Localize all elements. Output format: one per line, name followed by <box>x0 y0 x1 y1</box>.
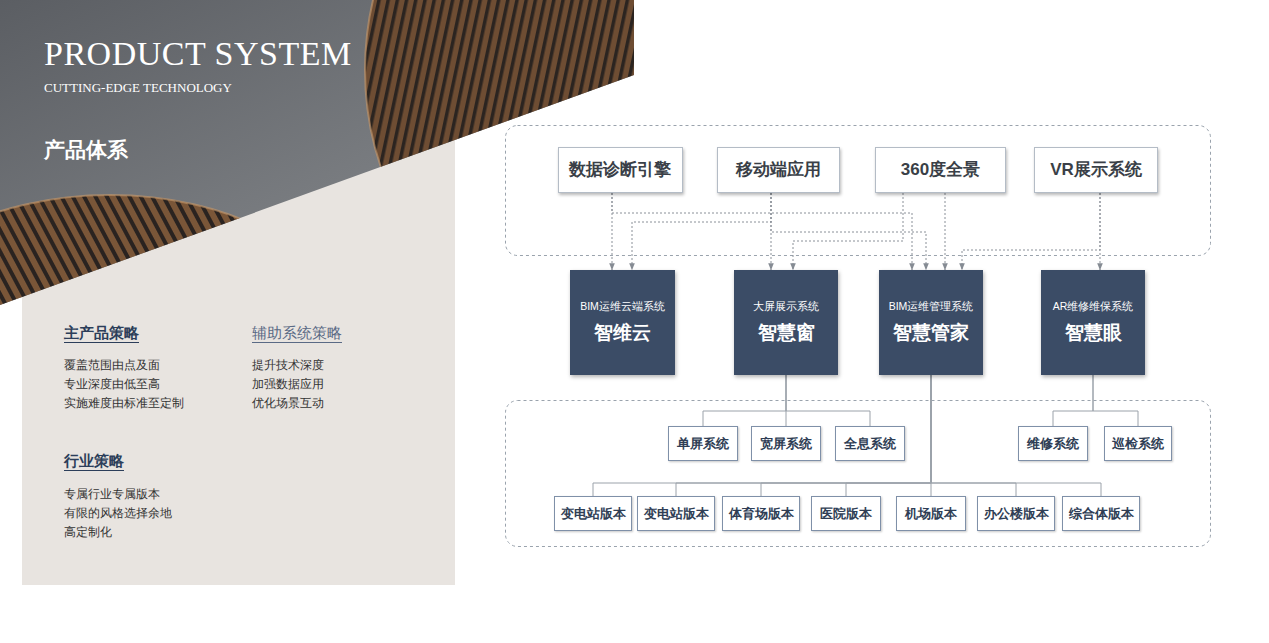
dashed-arrow <box>1100 193 1101 270</box>
dashed-arrow <box>962 193 1100 270</box>
section-heading: 产品体系 <box>44 137 128 162</box>
module-box: 全息系统 <box>835 426 905 461</box>
box-text: VR展示系统 <box>1050 160 1142 180</box>
strategy-line: 优化场景互动 <box>252 396 324 410</box>
system-box: 大屏展示系统智慧窗 <box>734 270 838 375</box>
feature-box: 移动端应用 <box>717 147 840 193</box>
strategy-heading: 行业策略 <box>64 452 124 470</box>
module-box: 宽屏系统 <box>751 426 821 461</box>
box-text: 变电站版本 <box>644 506 709 522</box>
tree-connector <box>931 375 1101 496</box>
tree-connector <box>786 375 870 426</box>
feature-box: 360度全景 <box>875 147 1006 193</box>
module-box: 变电站版本 <box>637 496 715 531</box>
box-text: 智慧窗 <box>758 322 815 345</box>
module-box: 变电站版本 <box>554 496 632 531</box>
box-text: 巡检系统 <box>1112 436 1164 452</box>
box-text: 单屏系统 <box>677 436 729 452</box>
dashed-arrow <box>771 193 772 270</box>
strategy-heading: 主产品策略 <box>64 324 139 342</box>
dashed-arrow <box>612 193 912 270</box>
building-photo <box>0 0 645 465</box>
tree-connector <box>703 375 786 426</box>
dashed-arrow <box>793 193 903 270</box>
module-box: 单屏系统 <box>668 426 738 461</box>
system-box: BIM运维云端系统智维云 <box>570 270 675 375</box>
strategy-line: 专属行业专属版本 <box>64 487 160 501</box>
subtitle: CUTTING-EDGE TECHNOLOGY <box>44 80 232 96</box>
strategy-line: 加强数据应用 <box>252 377 324 391</box>
module-box: 办公楼版本 <box>977 496 1055 531</box>
feature-box: 数据诊断引擎 <box>558 147 683 193</box>
feature-box: VR展示系统 <box>1034 147 1158 193</box>
box-text: 智维云 <box>594 322 651 345</box>
box-text: 移动端应用 <box>736 160 821 180</box>
box-text: 机场版本 <box>905 506 957 522</box>
system-box: BIM运维管理系统智慧管家 <box>879 270 983 375</box>
system-subtitle: BIM运维管理系统 <box>889 300 974 313</box>
box-text: 全息系统 <box>844 436 896 452</box>
strategy-line: 提升技术深度 <box>252 358 324 372</box>
system-subtitle: 大屏展示系统 <box>753 300 819 313</box>
box-text: 智慧眼 <box>1065 322 1122 345</box>
strategy-line: 覆盖范围由点及面 <box>64 358 160 372</box>
system-subtitle: BIM运维云端系统 <box>580 300 665 313</box>
dashed-arrow <box>612 193 613 270</box>
box-text: 维修系统 <box>1027 436 1079 452</box>
box-text: 智慧管家 <box>893 322 969 345</box>
module-box: 机场版本 <box>896 496 966 531</box>
system-subtitle: AR维修维保系统 <box>1053 300 1134 313</box>
strategy-line: 有限的风格选择余地 <box>64 506 172 520</box>
strategy-line: 实施难度由标准至定制 <box>64 396 184 410</box>
dashed-arrow <box>945 193 946 270</box>
tree-connector <box>931 375 1016 496</box>
module-box: 综合体版本 <box>1062 496 1140 531</box>
tree-connector <box>593 375 931 496</box>
strategy-heading: 辅助系统策略 <box>252 324 342 342</box>
module-box: 维修系统 <box>1018 426 1088 461</box>
group-outline <box>506 126 1211 256</box>
box-text: 变电站版本 <box>561 506 626 522</box>
box-text: 医院版本 <box>820 506 872 522</box>
box-text: 数据诊断引擎 <box>569 160 671 180</box>
strategy-line: 专业深度由低至高 <box>64 377 160 391</box>
tree-connector <box>1093 375 1138 426</box>
system-box: AR维修维保系统智慧眼 <box>1041 270 1145 375</box>
box-text: 宽屏系统 <box>760 436 812 452</box>
module-box: 巡检系统 <box>1104 426 1172 461</box>
strategy-line: 高定制化 <box>64 525 112 539</box>
page-title: PRODUCT SYSTEM <box>44 34 352 75</box>
group-outline <box>506 401 1211 547</box>
box-text: 360度全景 <box>901 160 980 180</box>
module-box: 医院版本 <box>811 496 881 531</box>
box-text: 办公楼版本 <box>984 506 1049 522</box>
dashed-arrow <box>632 193 771 270</box>
box-text: 体育场版本 <box>729 506 794 522</box>
dashed-arrow <box>771 193 926 270</box>
tree-connector <box>1053 375 1093 426</box>
box-text: 综合体版本 <box>1069 506 1134 522</box>
module-box: 体育场版本 <box>722 496 800 531</box>
